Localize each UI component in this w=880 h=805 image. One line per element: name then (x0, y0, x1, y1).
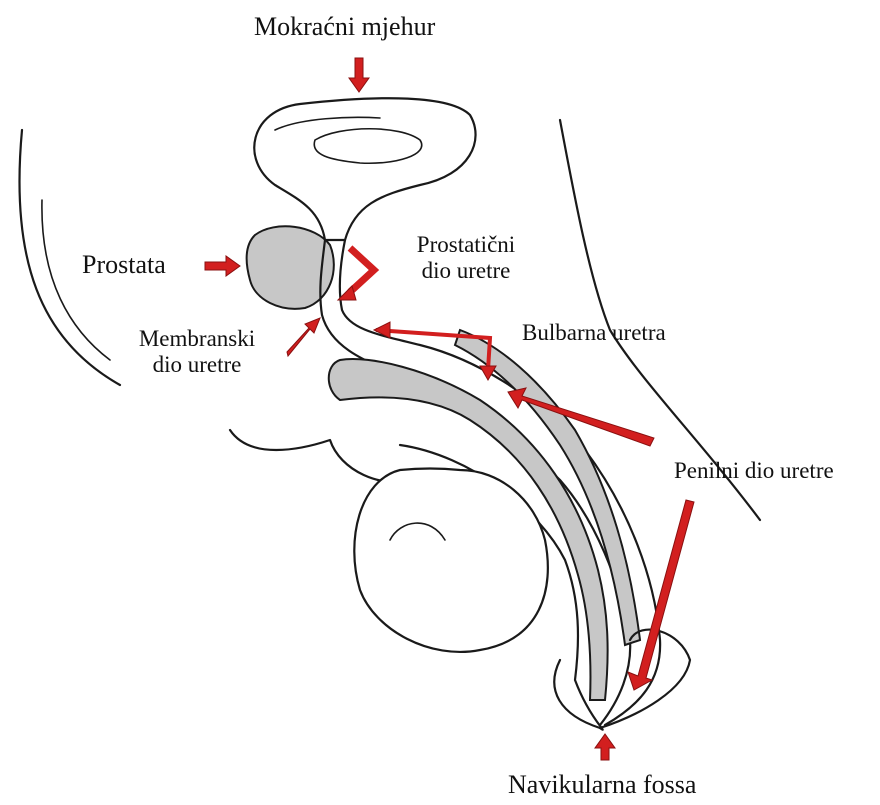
bladder-arrow (349, 58, 369, 92)
bulbar-urethra-label: Bulbarna uretra (522, 320, 666, 346)
membranous-urethra-label: Membranski dio uretre (114, 326, 280, 378)
penile-urethra-arrow-lower (628, 500, 694, 690)
bulbar-urethra-arrowhead-down (480, 366, 496, 380)
navicular-fossa-arrow (595, 734, 615, 760)
membranous-urethra-arrow (287, 318, 320, 356)
prostatic-urethra-line2: dio uretre (396, 258, 536, 284)
membranous-urethra-line1: Membranski (114, 326, 280, 352)
navicular-fossa-label: Navikularna fossa (508, 770, 696, 799)
membranous-urethra-line2: dio uretre (114, 352, 280, 378)
penile-urethra-arrow-upper (508, 388, 654, 446)
prostate-label: Prostata (82, 250, 166, 279)
bulbar-urethra-arrowhead-left (374, 322, 390, 338)
prostatic-urethra-arrow (350, 248, 374, 292)
bulbar-urethra-arrow (376, 330, 490, 370)
penile-urethra-label: Penilni dio uretre (674, 458, 834, 484)
prostatic-urethra-line1: Prostatični (396, 232, 536, 258)
bladder-label: Mokraćni mjehur (254, 12, 435, 41)
prostate-arrow (205, 256, 240, 276)
prostatic-urethra-label: Prostatični dio uretre (396, 232, 536, 284)
